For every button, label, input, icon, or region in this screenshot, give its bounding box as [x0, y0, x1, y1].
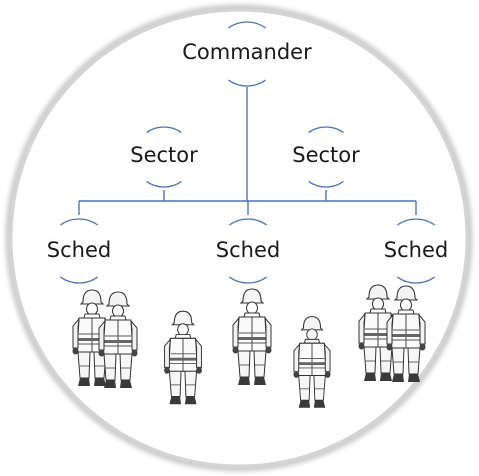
sched-right-top-arc: [397, 218, 435, 226]
commander-top-arc: [228, 21, 266, 29]
sector-left-top-arc: [146, 126, 182, 134]
commander-label: Commander: [182, 40, 312, 64]
sector-left-label: Sector: [130, 143, 198, 167]
outer-ring-shadow: [5, 4, 473, 472]
node-arcs: [60, 21, 435, 284]
connector-lines: [78, 87, 417, 215]
sector-right-bottom-arc: [308, 180, 344, 188]
sched-center-top-arc: [229, 218, 267, 226]
sector-right-label: Sector: [292, 143, 360, 167]
sched-right-label: Sched: [383, 238, 449, 262]
sched-center-label: Sched: [215, 238, 281, 262]
sched-right-bottom-arc: [397, 276, 435, 284]
sched-left-bottom-arc: [60, 276, 98, 284]
sector-right-top-arc: [308, 126, 344, 134]
sector-left-bottom-arc: [146, 180, 182, 188]
sched-left-label: Sched: [46, 238, 112, 262]
sched-center-bottom-arc: [229, 276, 267, 284]
sched-left-top-arc: [60, 218, 98, 226]
commander-bottom-arc: [228, 79, 266, 87]
